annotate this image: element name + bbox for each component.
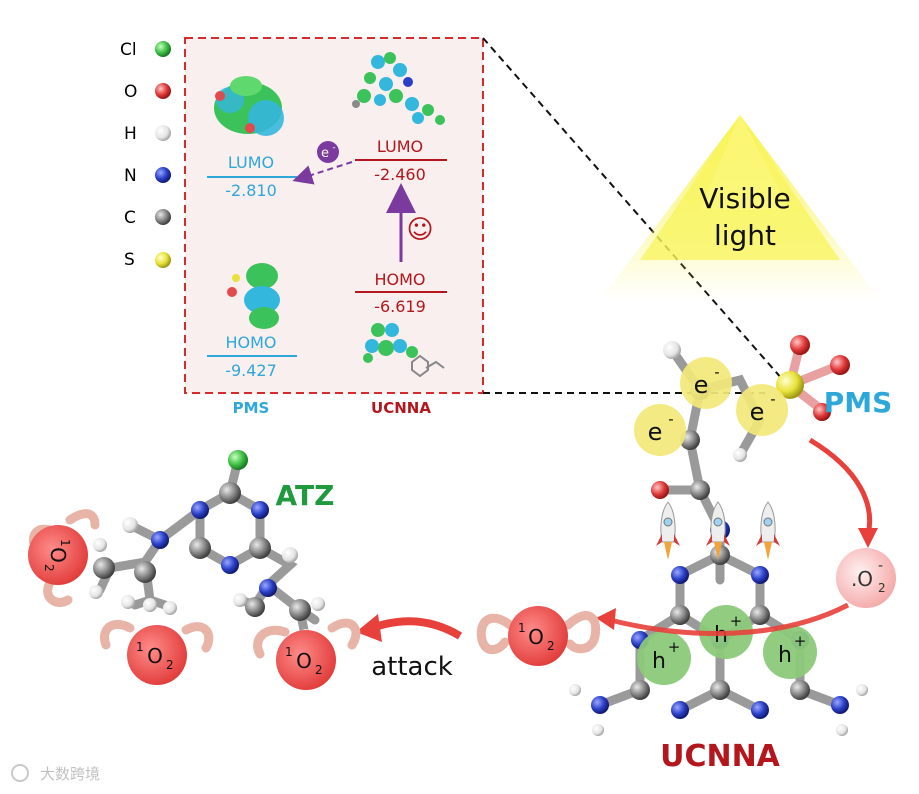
oxygen-text: O [296,649,312,673]
oxygen-sub: 2 [166,658,174,672]
oxygen-text: O [528,625,544,649]
arrow-head [858,528,878,548]
legend-label: C [124,208,136,228]
hole-text: h [652,649,666,674]
hole-bubble: h + [637,631,691,685]
oxygen-sup: 1 [518,621,526,635]
singlet-oxygen-bubble: 1 O 2 [100,619,214,685]
ucnna-lumo-label: LUMO [377,137,423,156]
legend-swatch [155,83,171,99]
zoom-line-top [482,37,791,389]
rocket-icon [656,501,680,560]
legend-label: N [124,166,137,186]
watermark: 大数跨境 [11,764,100,783]
legend-label: S [124,250,135,270]
smiley-icon: ☺ [406,215,433,245]
atz-label: ATZ [276,479,335,512]
pms-lumo-orbital-icon [214,76,284,136]
oxygen-sub: 2 [315,663,323,677]
ucnna-label: UCNNA [660,739,781,774]
electron-transfer-arrow [292,161,353,185]
hole-text: h [778,643,792,668]
electron-sup: - [714,363,719,381]
superoxide-sub: 2 [878,581,886,595]
singlet-oxygen-bubble: 1 O 2 [476,606,601,666]
element-legend: Cl O H N C S [120,40,171,270]
legend-swatch [155,167,171,183]
attack-label: attack [371,652,453,682]
pms-label: PMS [824,386,893,419]
hole-sup: + [668,638,681,656]
electron-sup: - [668,410,673,428]
legend-item-o: O [124,82,171,102]
ucnna-homo-value: -6.619 [374,297,426,316]
visible-light-beam: Visible light [600,115,880,300]
electron-sup: - [770,390,775,408]
superoxide-sup: - [878,558,883,574]
oxygen-sub: 2 [42,564,56,572]
legend-swatch [155,125,171,141]
legend-item-c: C [124,208,171,228]
oxygen-sup: 1 [136,640,144,654]
legend-item-n: N [124,166,171,186]
legend-swatch [155,252,171,268]
legend-label: Cl [120,40,137,60]
attack-arrow [370,617,463,640]
watermark-text: 大数跨境 [40,765,100,783]
singlet-oxygen-bubble: 1 O 2 [253,618,361,690]
electron-text: e [694,371,709,399]
legend-item-h: H [124,124,171,144]
hole-sup: + [794,632,807,650]
superoxide-to-oxygen-arrow [609,602,850,637]
legend-label: O [124,82,137,102]
oxygen-text: O [147,644,163,668]
pms-to-superoxide-arrow [808,437,873,536]
light-label-line1: Visible [699,182,790,215]
legend-swatch [155,41,171,57]
badge-text: e [321,146,329,161]
rocket-icon [706,501,730,560]
singlet-oxygen-bubble: 1 O 2 [28,509,100,607]
electron-text: e [750,398,765,426]
energy-level-panel: LUMO -2.810 LUMO -2.460 e - ☺ HOMO -9.42… [184,37,484,417]
pms-column-label: PMS [233,399,270,417]
electron-text: e [648,418,663,446]
ucnna-lumo-orbital-icon [352,52,445,125]
ucnna-lumo-value: -2.460 [374,165,426,184]
atz-molecule [89,450,325,643]
hole-bubble: h + [763,625,817,679]
arrow-head [356,614,382,642]
ucnna-homo-label: HOMO [374,270,425,289]
light-label-line2: light [714,219,776,252]
superoxide-text: .O [851,567,873,591]
legend-item-s: S [124,250,171,270]
oxygen-sup: 1 [58,539,72,547]
pms-homo-value: -9.427 [225,361,277,380]
watermark-logo-icon [11,764,29,782]
electron-bubble: e - [736,384,788,436]
rocket-icon [756,501,780,560]
badge-sup: - [332,143,335,153]
electron-transfer-badge: e - [317,141,339,163]
ucnna-column-label: UCNNA [371,399,431,417]
oxygen-text: O [46,547,70,563]
hole-sup: + [730,612,743,630]
oxygen-sup: 1 [285,645,293,659]
legend-item-cl: Cl [120,40,171,60]
ucnna-homo-orbital-icon [363,323,445,378]
pms-lumo-label: LUMO [228,153,274,172]
legend-swatch [155,209,171,225]
oxygen-sub: 2 [547,639,555,653]
electron-bubble: e - [634,404,686,456]
superoxide-bubble: .O 2 - [836,548,896,608]
electron-bubble: e - [680,357,732,409]
legend-label: H [124,124,137,144]
pms-lumo-value: -2.810 [225,181,277,200]
pms-homo-orbital-icon [227,263,280,329]
arrow-head [596,608,616,630]
pms-homo-label: HOMO [225,333,276,352]
